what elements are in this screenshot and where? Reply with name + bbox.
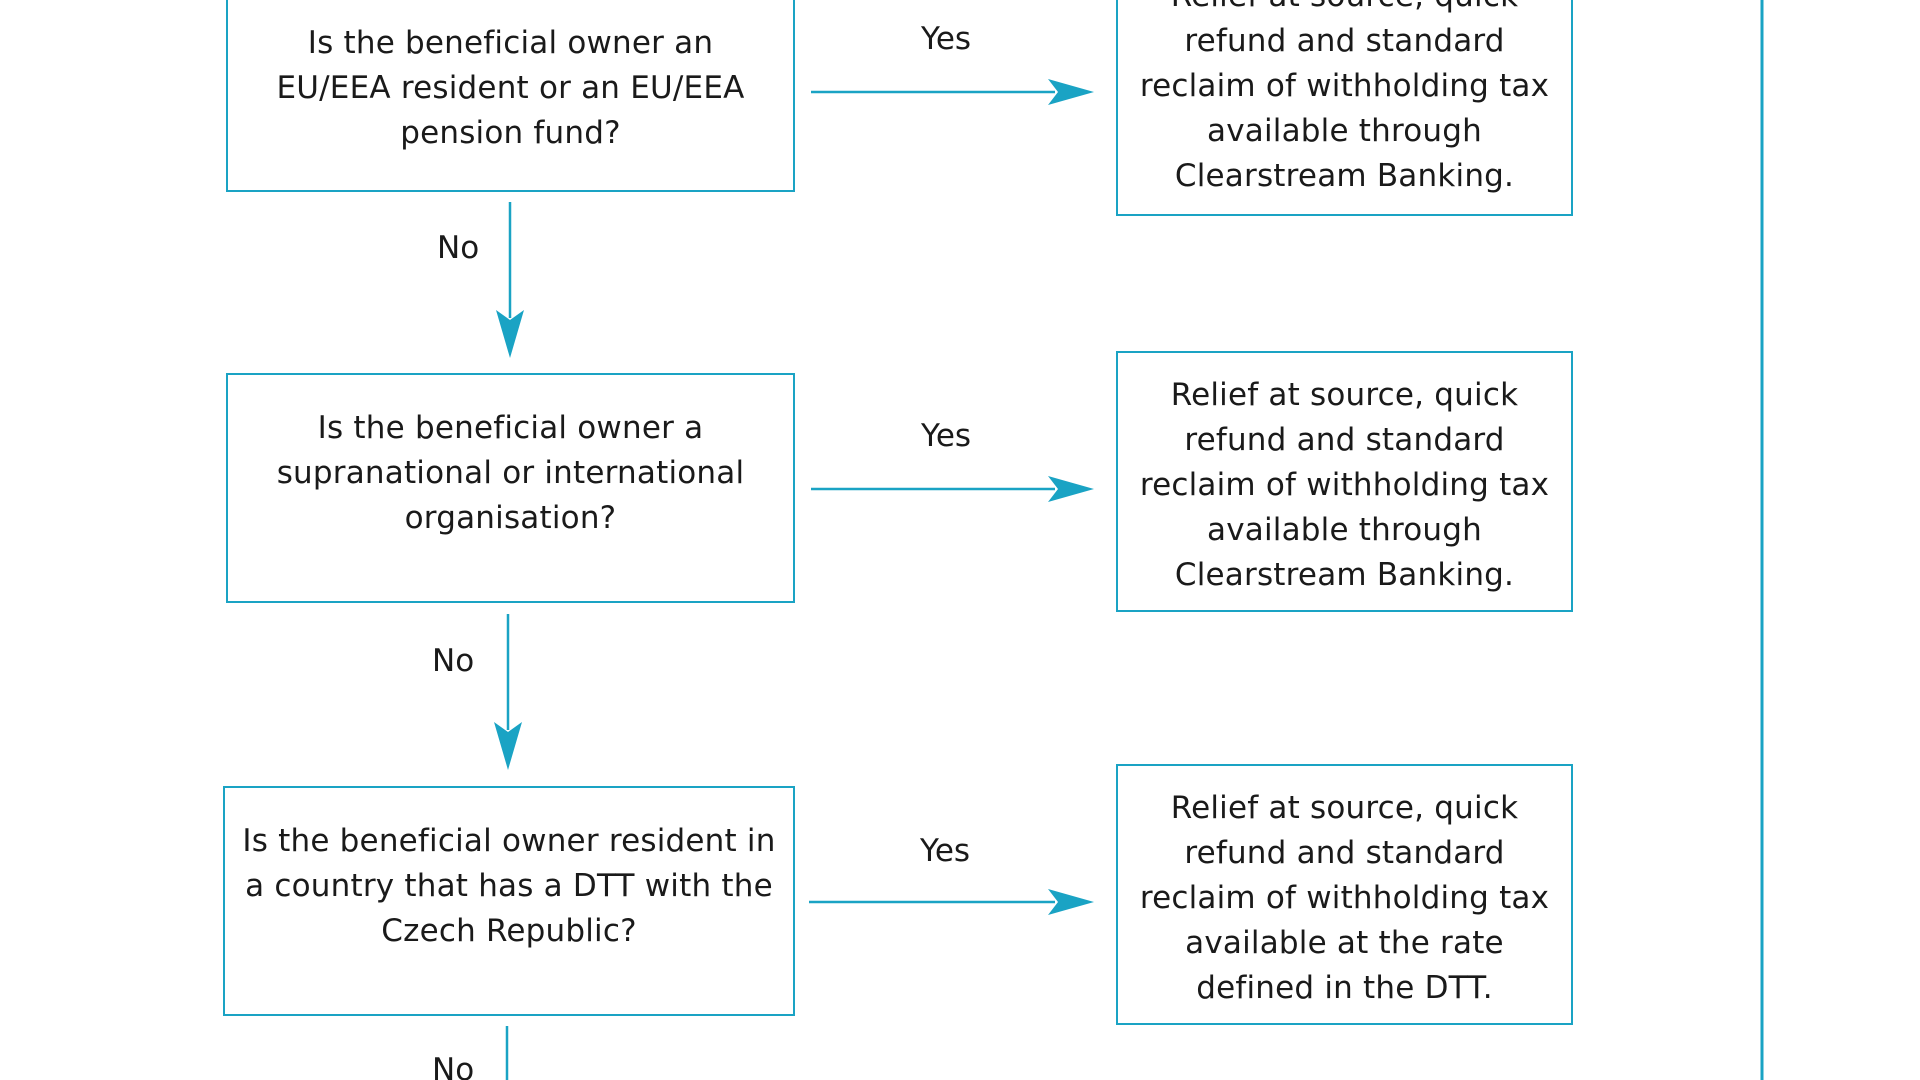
no-arrow-1 (496, 202, 524, 358)
question-line: supranational or international (276, 455, 745, 491)
outcome-line: reclaim of withholding tax (1139, 880, 1550, 916)
yes-label-1: Yes (921, 21, 972, 57)
outcome-line: Relief at source, quick (1170, 790, 1519, 826)
no-label-3: No (432, 1052, 475, 1080)
yes-arrow-1 (811, 79, 1094, 105)
no-arrow-2 (494, 614, 522, 770)
outcome-line: Clearstream Banking. (1174, 158, 1515, 194)
yes-label-3: Yes (920, 833, 971, 869)
outcome-line: refund and standard (1184, 23, 1505, 59)
question-line: Czech Republic? (381, 913, 637, 949)
question-line: a country that has a DTT with the (245, 868, 773, 904)
no-label-2: No (432, 643, 475, 679)
question-line: Is the beneficial owner an (307, 25, 714, 61)
question-box-supranational: Is the beneficial owner a supranational … (226, 373, 795, 603)
outcome-line: reclaim of withholding tax (1139, 467, 1550, 503)
question-line: organisation? (404, 500, 617, 536)
outcome-line: available through (1207, 113, 1482, 149)
outcome-line: reclaim of withholding tax (1139, 68, 1550, 104)
outcome-line: refund and standard (1184, 422, 1505, 458)
question-line: Is the beneficial owner a (317, 410, 704, 446)
outcome-line: Relief at source, quick (1170, 377, 1519, 413)
outcome-box-dtt-relief: Relief at source, quick refund and stand… (1116, 764, 1573, 1025)
outcome-box-supranational-relief: Relief at source, quick refund and stand… (1116, 351, 1573, 612)
question-box-dtt-resident: Is the beneficial owner resident in a co… (223, 786, 795, 1016)
question-line: pension fund? (400, 115, 621, 151)
outcome-box-eu-relief: Relief at source, quick refund and stand… (1116, 0, 1573, 216)
outcome-line: Relief at source, quick (1140, 0, 1549, 19)
outcome-line: available through (1207, 512, 1482, 548)
yes-arrow-2 (811, 476, 1094, 502)
yes-arrow-3 (809, 889, 1094, 915)
question-line: Is the beneficial owner resident in (242, 823, 776, 859)
outcome-line: refund and standard (1184, 835, 1505, 871)
outcome-line: defined in the DTT. (1196, 970, 1493, 1006)
no-label-1: No (437, 230, 480, 266)
outcome-line: Clearstream Banking. (1174, 557, 1515, 593)
outcome-line: available at the rate (1185, 925, 1504, 961)
yes-label-2: Yes (921, 418, 972, 454)
question-box-eu-resident: Is the beneficial owner an EU/EEA reside… (226, 0, 795, 192)
question-line: EU/EEA resident or an EU/EEA (276, 70, 745, 106)
